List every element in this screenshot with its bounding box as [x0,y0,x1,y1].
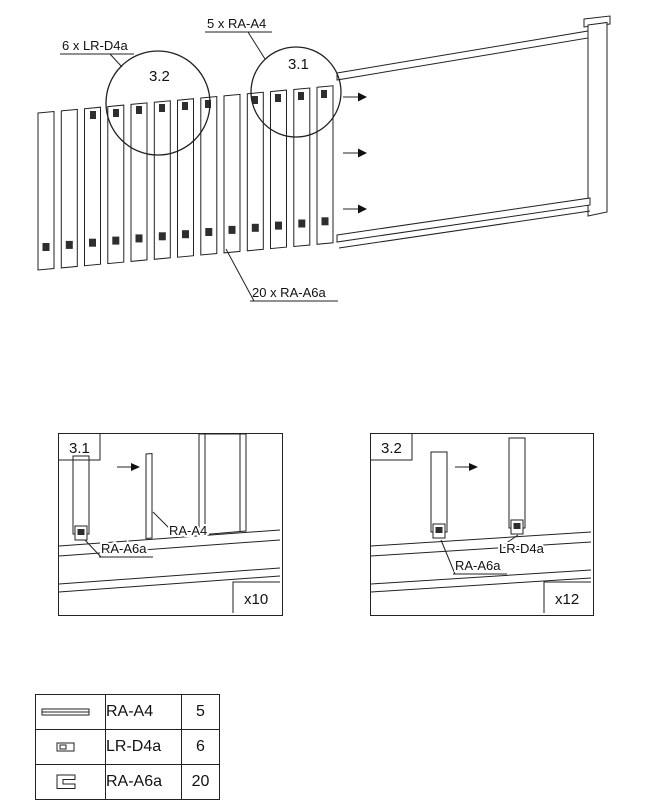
direction-arrow [131,463,140,471]
slat [246,91,264,252]
slat [430,451,448,533]
detail-id: 3.2 [381,440,402,457]
ref-box [371,434,413,461]
callout-ra-a6a: 20 x RA-A6a [252,285,326,300]
part-qty: 20 [181,764,220,800]
callout-ra-a4: 5 x RA-A4 [207,16,266,31]
slat [84,106,101,267]
detail-drawing-3-2: 3.2 LR-D4a RA-A6a x12 [371,434,591,613]
slat [270,89,287,250]
count-box [543,581,591,613]
slat [72,455,90,535]
part-name: RA-A4 [105,694,182,730]
slat [223,93,241,254]
ref-box [59,434,101,461]
main-assembly-drawing: 3.2 3.1 6 x LR-D4a 5 x RA-A4 20 x RA-A6a [37,15,611,302]
part-name: LR-D4a [105,729,182,765]
rail-lines [371,531,591,593]
slat [130,102,148,262]
detail-count: x12 [555,591,579,608]
part-qty: 5 [181,694,220,730]
clip-plate-icon [56,742,75,752]
detail-ref-3-1: 3.1 [288,56,309,73]
slat-panel [37,85,334,271]
callout-lr-d4a: 6 x LR-D4a [62,38,129,53]
slat [200,96,218,256]
fastener-clips [90,90,327,119]
table-row: RA-A4 5 [35,694,220,730]
detail-view-3-2: 3.2 LR-D4a RA-A6a x12 [370,433,594,616]
flat-bar-icon [41,708,90,716]
slat [37,111,55,271]
table-row: RA-A6a 20 [35,764,220,800]
direction-arrow [469,463,478,471]
detail-view-3-1: 3.1 RA-A4 RA-A6a x10 [58,433,283,616]
detail-ref-3-2: 3.2 [149,68,170,85]
detail-circle-3-2 [105,50,211,156]
detail-count: x10 [244,591,268,608]
detail-id: 3.1 [69,440,90,457]
slat [60,108,78,269]
slat [177,98,194,258]
detail-circles: 3.2 3.1 [105,46,342,156]
part-name: RA-A6a [105,764,182,800]
slat [508,437,526,529]
detail-drawing-3-1: 3.1 RA-A4 RA-A6a x10 [59,434,280,613]
detail-circle-3-1 [250,46,342,138]
parts-table: RA-A4 5 LR-D4a 6 RA-A [35,694,220,800]
slat [293,87,311,247]
part-qty: 6 [181,729,220,765]
direction-arrows [343,92,367,214]
part-label-ra-a6a: RA-A6a [101,541,147,556]
part-label-ra-a4: RA-A4 [169,523,207,538]
count-box [232,581,280,613]
rail-lines [59,529,280,593]
angle-bracket-icon [56,774,76,789]
part-label-lr-d4a: LR-D4a [499,541,545,556]
part-label-ra-a6a: RA-A6a [455,558,501,573]
slat [153,100,171,260]
slat [316,85,334,245]
flat-bar [145,452,153,540]
table-row: LR-D4a 6 [35,729,220,765]
callouts: 6 x LR-D4a 5 x RA-A4 20 x RA-A6a [60,16,338,302]
frame [336,15,611,249]
slat [107,104,125,265]
post [198,434,247,536]
